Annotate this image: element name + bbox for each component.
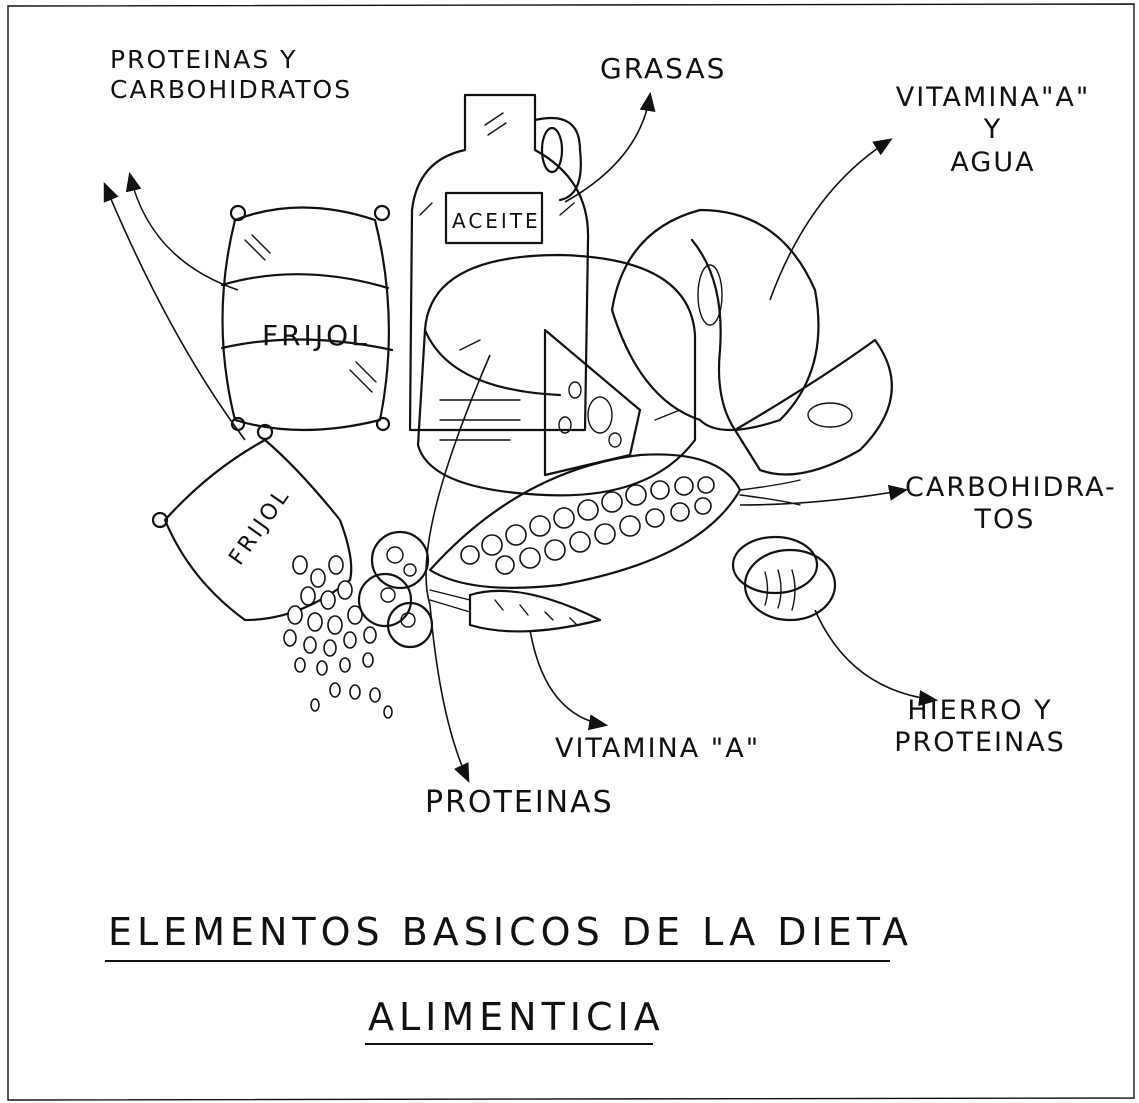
label-hierro-proteinas: HIERRO Y PROTEINAS <box>875 695 1085 760</box>
label-proteinas-line: PROTEINAS <box>894 727 1066 759</box>
label-vitamina-a-line: VITAMINA"A" <box>895 82 1091 113</box>
corn-illustration <box>428 453 801 589</box>
arrow-carbohidratos <box>739 484 909 506</box>
label-vitamina-a: VITAMINA "A" <box>555 733 761 764</box>
label-y-line: Y <box>983 114 1003 146</box>
label-tos-line: TOS <box>974 504 1036 536</box>
label-carbohidratos-line: CARBOHIDRATOS <box>110 75 353 104</box>
arrow-vitamina-a <box>529 629 609 731</box>
arrow-proteinas-carbohidratos-1 <box>125 171 239 291</box>
page-border <box>7 3 1135 1101</box>
label-hierro-y-line: HIERRO Y <box>907 695 1053 726</box>
frijol-sack-label: FRIJOL <box>262 319 370 352</box>
label-proteinas-y: PROTEINAS Y <box>110 45 298 74</box>
aceite-label: ACEITE <box>452 209 541 233</box>
aceite-bottle-illustration: ACEITE <box>408 93 590 432</box>
label-proteinas: PROTEINAS <box>425 785 614 820</box>
beans-illustration <box>283 555 393 719</box>
label-carbohidratos: CARBOHIDRA- TOS <box>905 472 1117 537</box>
carrot-illustration <box>429 589 602 633</box>
label-grasas: GRASAS <box>600 52 727 85</box>
spilled-frijol-label: FRIJOL <box>224 483 295 570</box>
title-underline-1 <box>105 960 890 962</box>
spilled-frijol-bag-illustration: FRIJOL <box>151 423 353 622</box>
arrow-proteinas <box>425 354 491 783</box>
label-vitamina-a-agua: VITAMINA"A" Y AGUA <box>893 82 1093 179</box>
cheese-illustration <box>416 253 697 497</box>
label-carbohidra-line: CARBOHIDRA- <box>905 472 1117 503</box>
title-line-1: ELEMENTOS BASICOS DE LA DIETA <box>108 910 913 954</box>
title-underline-2 <box>365 1043 653 1045</box>
frijol-sack-illustration: FRIJOL <box>220 204 394 432</box>
arrow-proteinas-carbohidratos-2 <box>103 182 246 441</box>
title-line-2: ALIMENTICIA <box>368 995 665 1039</box>
label-agua-line: AGUA <box>950 146 1036 178</box>
label-proteinas-carbohidratos: PROTEINAS Y CARBOHIDRATOS <box>110 45 352 105</box>
melon-illustration <box>610 208 893 476</box>
arrow-vitamina-a-agua <box>769 138 893 301</box>
potatoes-illustration <box>731 535 837 622</box>
arrow-hierro-proteinas <box>814 609 939 707</box>
arrow-grasas <box>564 91 656 203</box>
